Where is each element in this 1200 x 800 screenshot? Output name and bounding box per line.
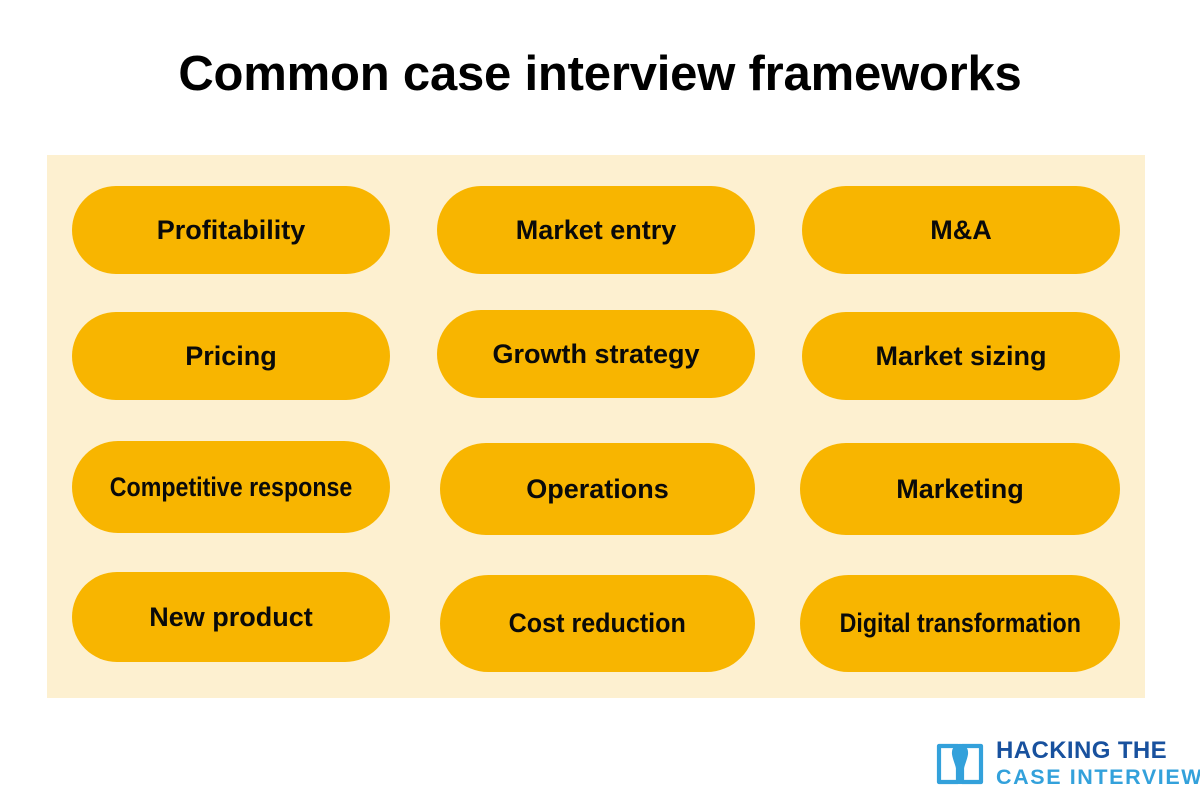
framework-pill-m-and-a[interactable]: M&A xyxy=(802,186,1120,274)
framework-pill-label: Profitability xyxy=(156,214,306,245)
framework-pill-label: M&A xyxy=(930,214,992,245)
framework-pill-digital-transformation[interactable]: Digital transformation xyxy=(800,575,1120,672)
framework-pill-operations[interactable]: Operations xyxy=(440,443,755,535)
framework-pill-new-product[interactable]: New product xyxy=(72,572,390,662)
framework-pill-label: Pricing xyxy=(185,340,277,371)
brand-logo[interactable]: HACKING THE CASE INTERVIEW xyxy=(935,735,1200,793)
brand-line-hacking-the: HACKING THE xyxy=(996,737,1168,765)
framework-pill-market-sizing[interactable]: Market sizing xyxy=(802,312,1120,400)
framework-pill-growth-strategy[interactable]: Growth strategy xyxy=(437,310,755,398)
brand-line-case-interview: CASE INTERVIEW xyxy=(996,765,1200,790)
framework-pill-label: Operations xyxy=(526,473,669,504)
framework-pill-profitability[interactable]: Profitability xyxy=(72,186,390,274)
framework-pill-label: Cost reduction xyxy=(508,608,687,638)
framework-pill-cost-reduction[interactable]: Cost reduction xyxy=(440,575,755,672)
framework-pill-label: New product xyxy=(149,601,313,632)
brand-wordmark: HACKING THE CASE INTERVIEW xyxy=(996,739,1200,789)
open-book-icon xyxy=(936,743,984,785)
framework-pill-label: Market sizing xyxy=(875,340,1047,371)
framework-pill-market-entry[interactable]: Market entry xyxy=(437,186,755,274)
framework-pill-marketing[interactable]: Marketing xyxy=(800,443,1120,535)
framework-pill-label: Growth strategy xyxy=(492,338,700,369)
framework-panel: Profitability Pricing Competitive respon… xyxy=(47,155,1145,698)
framework-pill-competitive-response[interactable]: Competitive response xyxy=(72,441,390,533)
framework-pill-label: Marketing xyxy=(896,473,1024,504)
page-title: Common case interview frameworks xyxy=(178,47,1022,101)
framework-pill-label: Competitive response xyxy=(109,471,353,502)
framework-pill-label: Digital transformation xyxy=(839,608,1081,638)
framework-pill-label: Market entry xyxy=(515,214,677,245)
framework-pill-pricing[interactable]: Pricing xyxy=(72,312,390,400)
